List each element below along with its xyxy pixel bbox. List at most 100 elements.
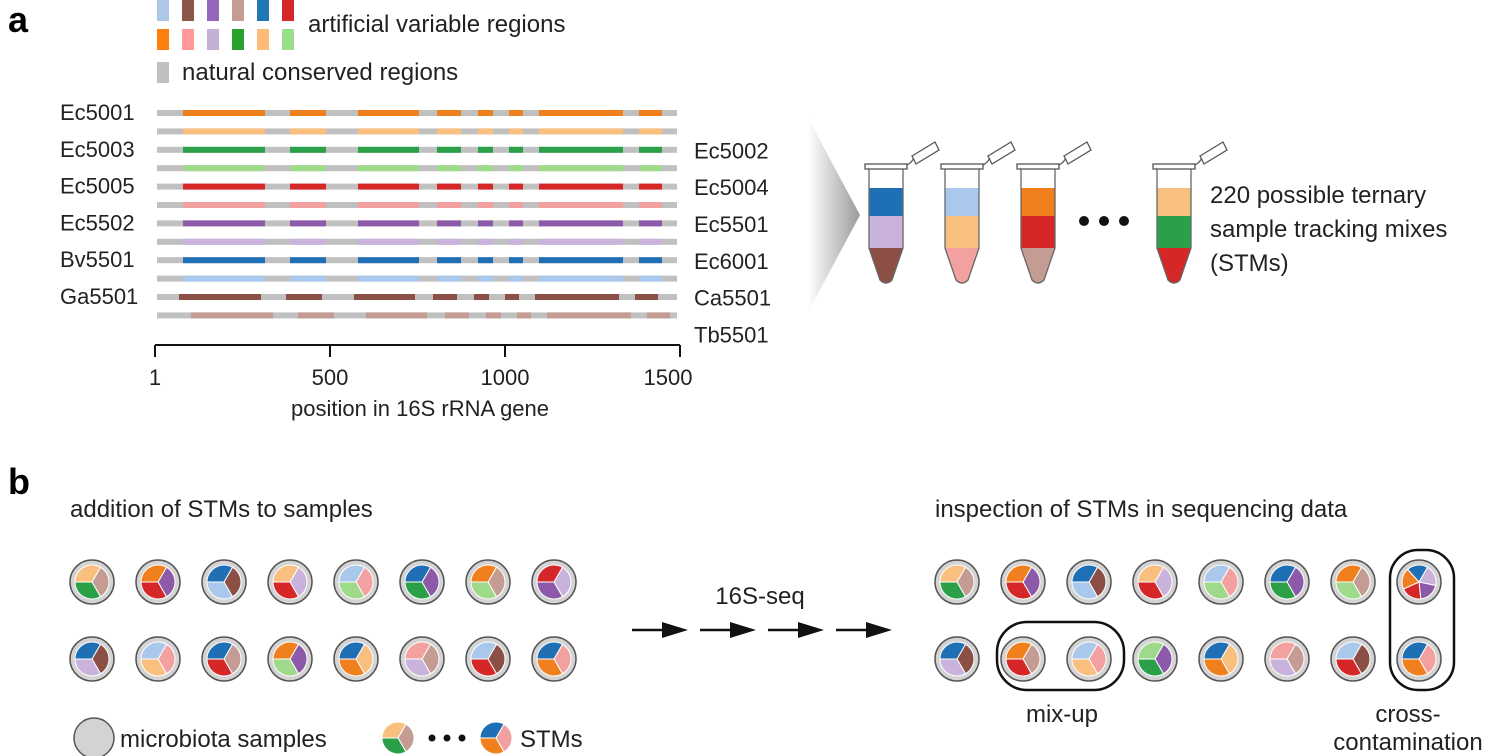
pie-slice	[140, 658, 168, 677]
sample-with-stm	[1066, 559, 1112, 605]
stm-pie	[338, 564, 374, 600]
legend-variable-label: artificial variable regions	[308, 11, 565, 38]
variable-region	[509, 257, 523, 264]
strain-label: Ec5001	[60, 100, 135, 125]
legend-swatch	[182, 0, 194, 21]
sample-with-stm	[465, 559, 511, 605]
variable-region	[290, 275, 326, 282]
pie-slice	[355, 643, 374, 675]
pie-slice	[338, 564, 366, 583]
variable-region	[437, 110, 461, 116]
variable-region	[358, 165, 419, 172]
variable-region	[183, 257, 265, 264]
variable-region	[539, 257, 623, 264]
variable-region	[183, 128, 265, 135]
pie-slice	[1269, 581, 1297, 600]
pie-slice	[157, 566, 176, 598]
stm-pie	[1203, 641, 1239, 677]
variable-region	[509, 183, 523, 190]
strain-label: Ec5501	[694, 212, 769, 237]
pie-slice	[74, 581, 102, 600]
chevron-arrow-icon	[808, 118, 860, 312]
variable-region	[647, 312, 670, 319]
pie-slice	[956, 566, 975, 598]
pie-slice	[1203, 581, 1231, 600]
sample-with-stm	[531, 559, 577, 605]
variable-region	[486, 312, 501, 319]
pie-slice	[140, 581, 168, 600]
tick-label-500: 500	[312, 365, 349, 390]
stm-pie	[1071, 641, 1107, 677]
pie-slice	[956, 643, 975, 675]
sample-with-stm	[135, 559, 181, 605]
pie-slice	[939, 564, 967, 583]
pie-slice	[1071, 641, 1099, 660]
variable-region	[437, 202, 461, 208]
legend-stms-label: STMs	[520, 726, 583, 753]
pie-slice	[355, 566, 374, 598]
pie-slice	[1137, 581, 1165, 600]
pie-slice	[1022, 643, 1041, 675]
stm-pie	[939, 641, 975, 677]
tube-outline	[868, 168, 904, 284]
variable-region	[445, 312, 469, 319]
pie-slice	[470, 564, 498, 583]
variable-region	[478, 183, 493, 190]
legend-swatch	[257, 29, 269, 50]
tube-layer	[1157, 188, 1191, 216]
pie-slice	[1401, 641, 1429, 660]
pie-slice	[421, 566, 440, 598]
sample-with-stm	[1198, 636, 1244, 682]
pie-slice	[1352, 566, 1371, 598]
pie-slice	[91, 566, 110, 598]
sample-tube	[940, 141, 1016, 284]
sample-with-stm	[934, 559, 980, 605]
variable-region	[639, 257, 662, 264]
stm-pie	[74, 641, 110, 677]
strain-label: Ec5005	[60, 174, 135, 199]
variable-region	[478, 257, 493, 264]
variable-region	[358, 146, 419, 153]
pie-slice	[1203, 641, 1231, 660]
panel-a-label: a	[8, 0, 29, 40]
pie-slice	[495, 723, 513, 753]
variable-region	[639, 220, 662, 227]
pie-slice	[206, 564, 234, 583]
variable-region	[433, 294, 457, 300]
sample-tube	[1152, 141, 1228, 284]
pie-slice	[272, 564, 300, 583]
legend-samples-label: microbiota samples	[120, 726, 327, 753]
legend-swatch	[232, 29, 244, 50]
variable-region	[437, 146, 461, 153]
pie-slice	[1269, 564, 1297, 583]
stm-pie	[1269, 641, 1305, 677]
pie-slice	[536, 641, 564, 660]
pie-slice	[1071, 564, 1099, 583]
variable-region	[437, 128, 461, 135]
variable-region	[290, 128, 326, 135]
tube-cap	[1063, 141, 1092, 165]
stm-pie	[1071, 564, 1107, 600]
sample-with-stm	[1264, 559, 1310, 605]
pie-slice	[1088, 566, 1107, 598]
pie-slice	[74, 641, 102, 660]
sample-tube	[864, 141, 940, 284]
variable-region	[191, 312, 273, 319]
variable-region	[478, 275, 493, 282]
variable-region	[478, 202, 493, 208]
variable-region	[290, 220, 326, 227]
tube-rim	[1016, 163, 1060, 170]
stm-pie	[1203, 564, 1239, 600]
tube-layer	[1021, 188, 1055, 216]
sample-with-stm	[267, 636, 313, 682]
stm-pie	[470, 641, 506, 677]
variable-region	[539, 128, 623, 135]
variable-region	[539, 183, 623, 190]
panel-b-label: b	[8, 461, 30, 502]
variable-region	[474, 294, 489, 300]
pie-slice	[338, 581, 366, 600]
pie-slice	[470, 658, 498, 677]
pie-slice	[1203, 564, 1231, 583]
variable-region	[635, 294, 658, 300]
